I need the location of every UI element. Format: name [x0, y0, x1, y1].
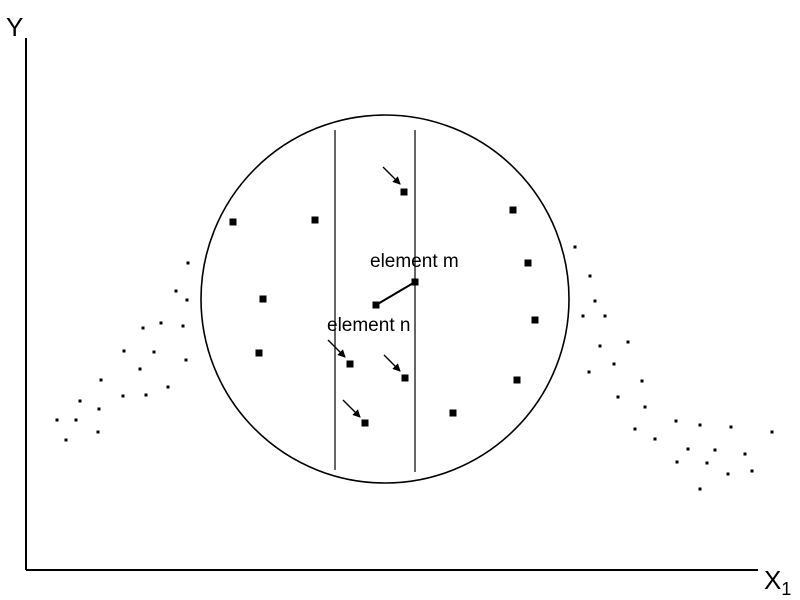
- outside-point: [713, 448, 717, 452]
- outside-point: [770, 430, 774, 434]
- outside-point: [643, 405, 647, 409]
- outside-point: [186, 261, 190, 265]
- outside-point: [159, 321, 163, 325]
- inside-point: [255, 349, 263, 357]
- element-m-label: element m: [370, 251, 459, 272]
- inside-point: [509, 206, 517, 214]
- outside-point: [603, 314, 607, 318]
- outside-point: [640, 379, 644, 383]
- outside-point: [698, 487, 702, 491]
- outside-point: [174, 289, 178, 293]
- inside-point: [361, 419, 369, 427]
- outside-point: [152, 350, 156, 354]
- inside-point: [259, 295, 267, 303]
- element-connector: [375, 281, 416, 306]
- inside-point: [449, 409, 457, 417]
- outside-point: [166, 385, 170, 389]
- outside-point: [626, 340, 630, 344]
- outside-point: [138, 367, 142, 371]
- outside-point: [593, 299, 597, 303]
- outside-point: [729, 425, 733, 429]
- outside-point: [181, 324, 185, 328]
- outside-point: [99, 378, 103, 382]
- outside-point: [121, 394, 125, 398]
- inside-point: [311, 216, 319, 224]
- inside-points: [229, 188, 539, 427]
- outside-point: [185, 298, 189, 302]
- x-axis-title-main: X: [764, 565, 781, 595]
- outside-point: [598, 344, 602, 348]
- outside-point: [674, 419, 678, 423]
- outside-point: [74, 418, 78, 422]
- outside-point: [184, 358, 188, 362]
- outside-point: [55, 418, 59, 422]
- outside-point: [612, 362, 616, 366]
- inside-point: [400, 188, 408, 196]
- outside-point: [633, 427, 637, 431]
- arrow-indicator: [383, 354, 401, 372]
- outside-point: [573, 245, 577, 249]
- outside-point: [705, 461, 709, 465]
- outside-point: [122, 349, 126, 353]
- outside-point: [726, 472, 730, 476]
- x-axis-title: X1: [764, 565, 791, 599]
- inside-point: [229, 218, 237, 226]
- inside-point: [513, 376, 521, 384]
- x-axis-title-subscript: 1: [781, 579, 791, 599]
- arrow-indicator: [342, 399, 361, 418]
- inside-point: [531, 316, 539, 324]
- inside-point: [346, 360, 354, 368]
- element-n-label: element n: [327, 315, 410, 336]
- outside-point: [64, 438, 68, 442]
- outside-point: [698, 423, 702, 427]
- outside-point: [144, 393, 148, 397]
- arrow-indicator: [327, 339, 346, 358]
- outside-point: [141, 326, 145, 330]
- outside-point: [588, 274, 592, 278]
- outside-point: [653, 437, 657, 441]
- outside-point: [616, 395, 620, 399]
- outside-point: [96, 430, 100, 434]
- outside-point: [675, 460, 679, 464]
- inside-point: [401, 374, 409, 382]
- outside-point: [743, 452, 747, 456]
- outside-point: [78, 399, 82, 403]
- inside-point: [524, 259, 532, 267]
- outside-point: [750, 469, 754, 473]
- y-axis-title: Y: [6, 12, 23, 42]
- outside-point: [587, 370, 591, 374]
- outside-point: [686, 447, 690, 451]
- neighborhood-circle: [200, 114, 570, 484]
- outside-points: [55, 245, 774, 491]
- outside-point: [97, 407, 101, 411]
- outside-point: [581, 314, 585, 318]
- arrow-indicator: [382, 166, 401, 185]
